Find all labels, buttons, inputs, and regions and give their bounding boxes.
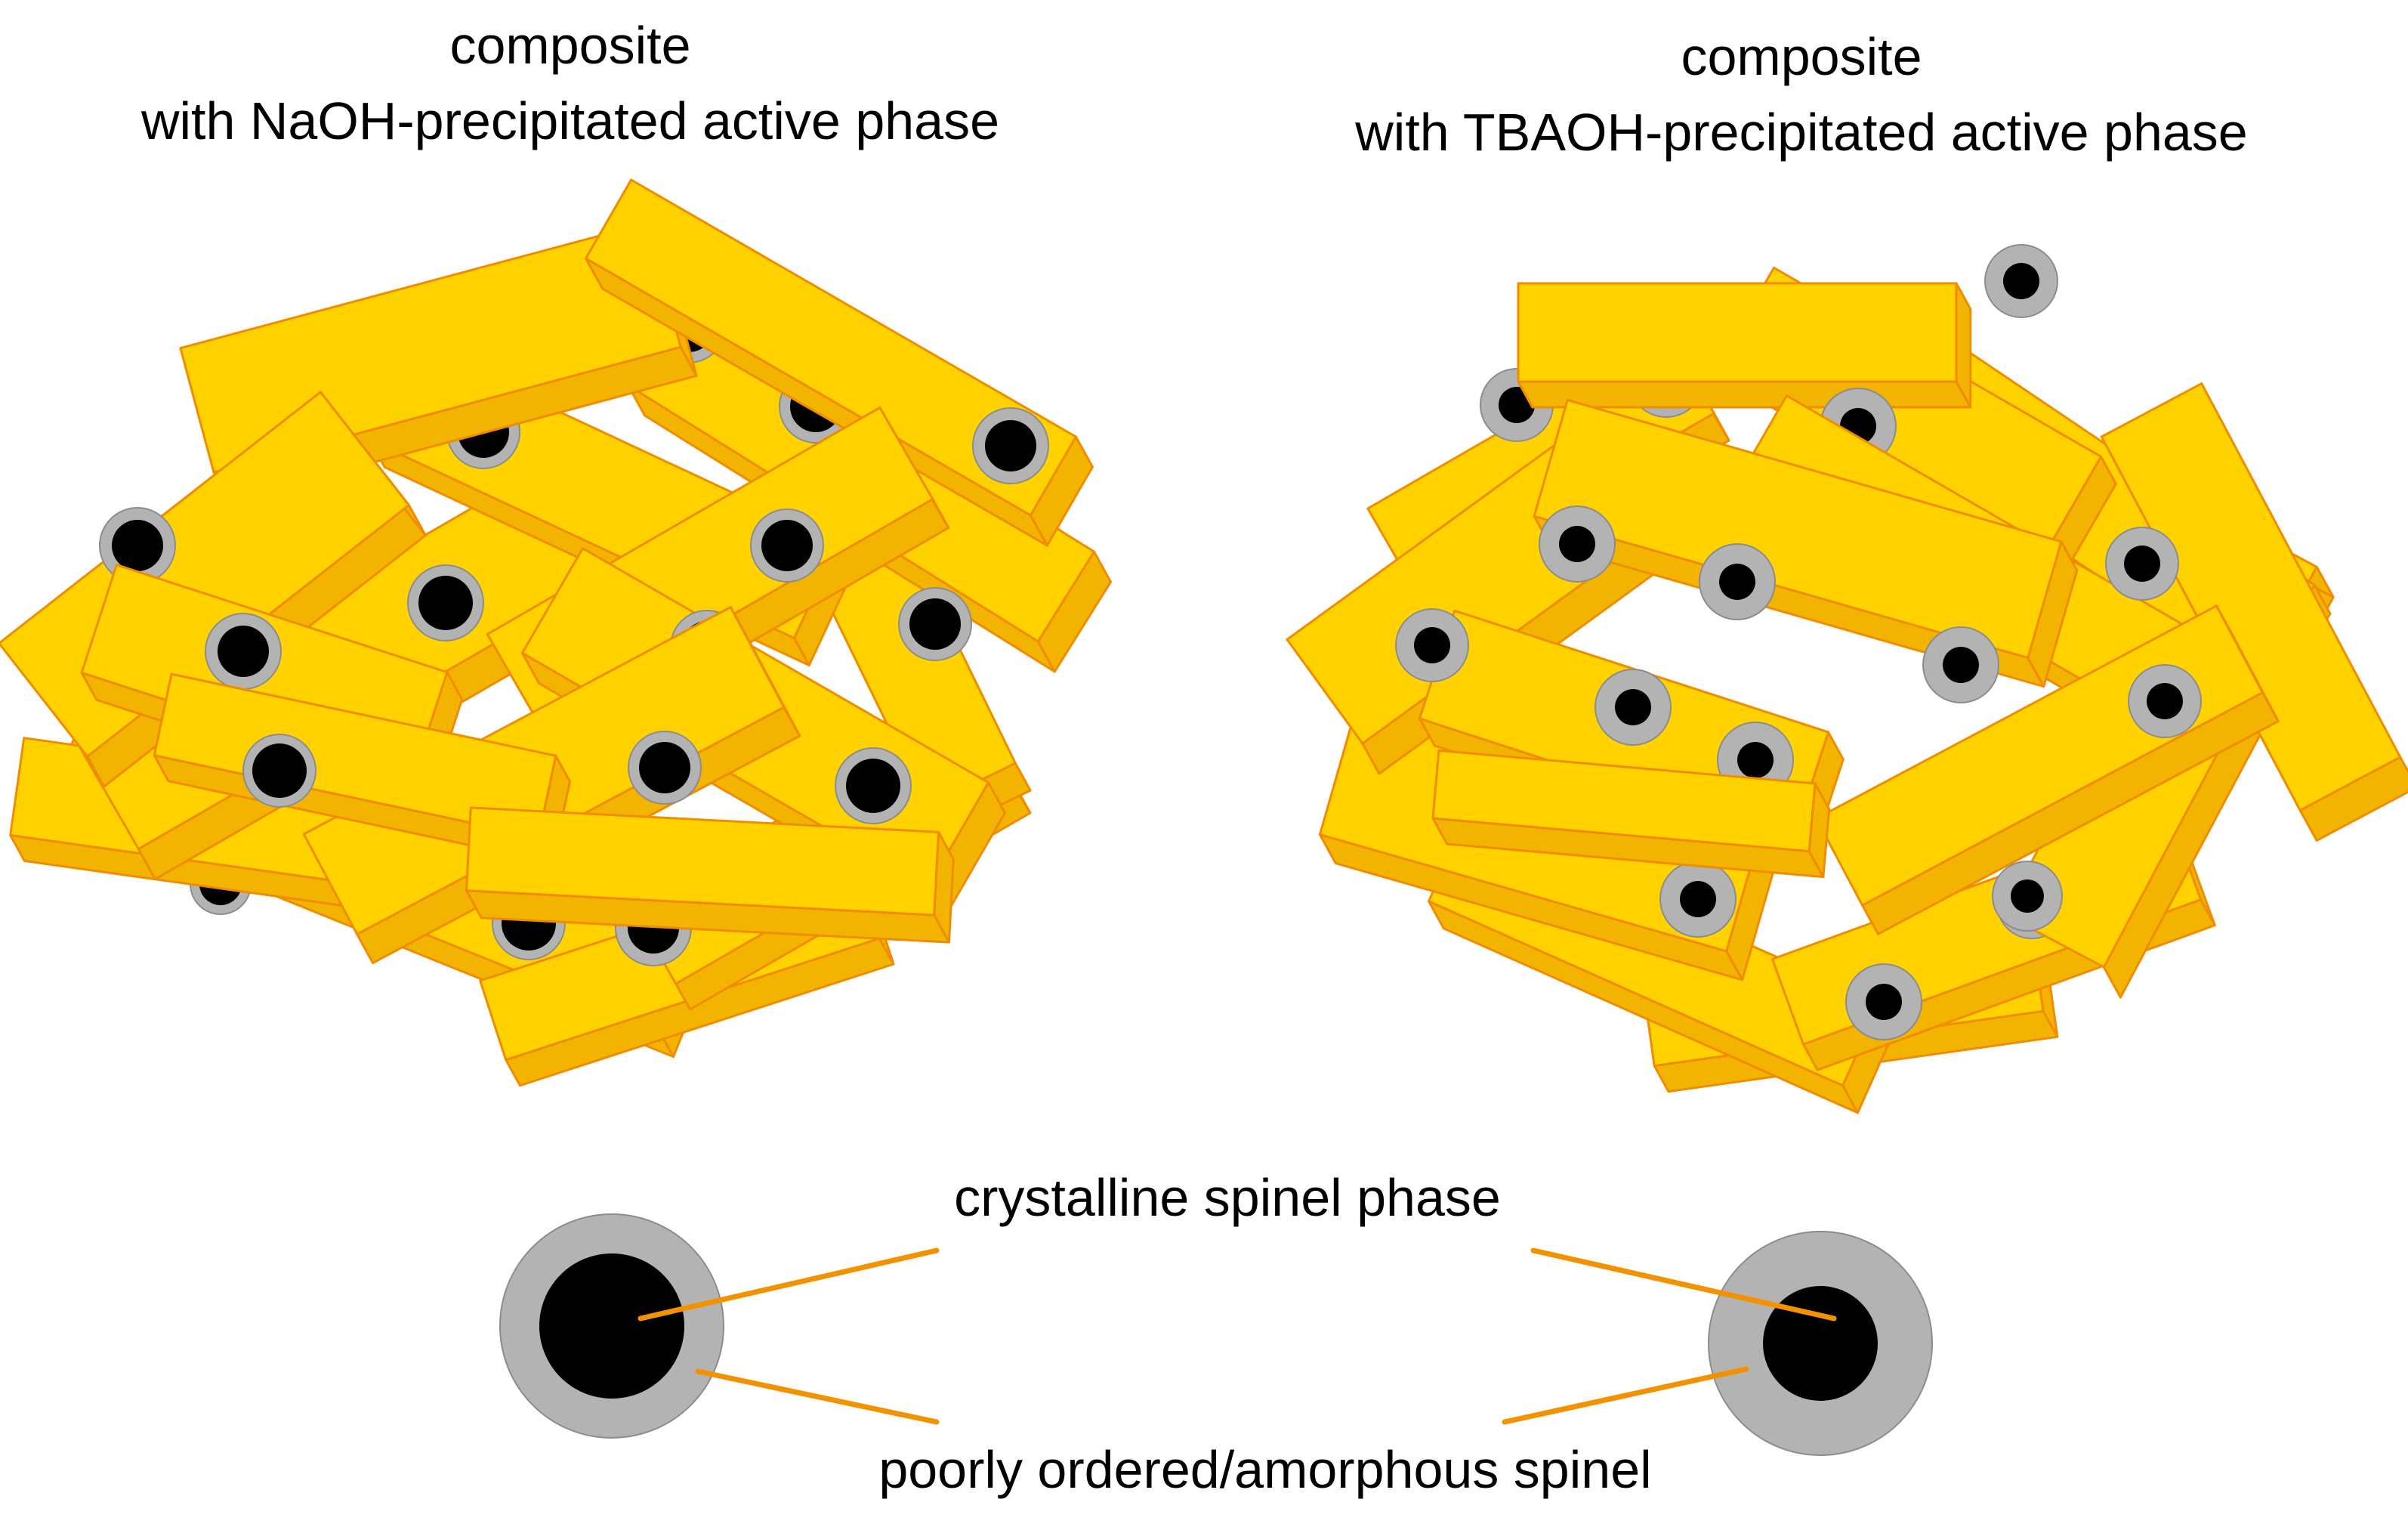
legend-naoh-particle (499, 1213, 724, 1439)
tbaoh-spinel-particle (1595, 669, 1672, 746)
legend-tbaoh-particle (1708, 1231, 1933, 1456)
amorphous-spinel-label: poorly ordered/amorphous spinel (878, 1440, 1652, 1499)
naoh-title-line-1: composite (449, 16, 691, 75)
crystalline-leader-line-right (1530, 1247, 1837, 1321)
naoh-plate (465, 806, 955, 944)
naoh-plate (585, 178, 1094, 547)
tbaoh-spinel-particle (1659, 861, 1737, 938)
amorphous-leader-line-right (1502, 1366, 1749, 1425)
tbaoh-composite-title: composite with TBAOH-precipitated active… (1254, 19, 2349, 170)
naoh-title-line-2: with NaOH-precipitated active phase (140, 91, 1000, 150)
naoh-spinel-particle (205, 613, 282, 690)
tbaoh-spinel-particle (1992, 861, 2063, 932)
legend-graphics (499, 1213, 1933, 1456)
naoh-spinel-particle (972, 407, 1049, 484)
tbaoh-spinel-particle (1539, 505, 1616, 583)
naoh-composite-cluster (0, 178, 1112, 1087)
tbaoh-composite-cluster (1286, 244, 2408, 1114)
amorphous-leader-line-left (695, 1368, 940, 1425)
tbaoh-spinel-particle (2128, 664, 2202, 738)
tbaoh-spinel-particle (1699, 543, 1776, 620)
tbaoh-spinel-particle (1984, 244, 2058, 318)
tbaoh-title-line-2: with TBAOH-precipitated active phase (1355, 103, 2248, 162)
naoh-spinel-particle (898, 587, 972, 661)
tbaoh-spinel-particle (1845, 963, 1922, 1040)
tbaoh-plate (1517, 282, 1972, 409)
tbaoh-spinel-particle (1922, 626, 1999, 703)
naoh-spinel-particle (835, 747, 912, 824)
naoh-composite-title: composite with NaOH-precipitated active … (23, 8, 1118, 159)
tbaoh-spinel-particle (1395, 608, 1469, 682)
tbaoh-title-line-1: composite (1681, 27, 1922, 86)
crystalline-spinel-label: crystalline spinel phase (954, 1168, 1501, 1227)
naoh-spinel-particle (407, 564, 484, 641)
tbaoh-spinel-particle (2105, 527, 2179, 601)
tbaoh-plate (1533, 398, 2079, 688)
naoh-spinel-particle (750, 508, 824, 583)
tbaoh-plate (1431, 749, 1831, 879)
naoh-spinel-particle (242, 734, 316, 808)
crystalline-leader-line-left (638, 1247, 940, 1321)
naoh-spinel-particle (628, 731, 702, 805)
